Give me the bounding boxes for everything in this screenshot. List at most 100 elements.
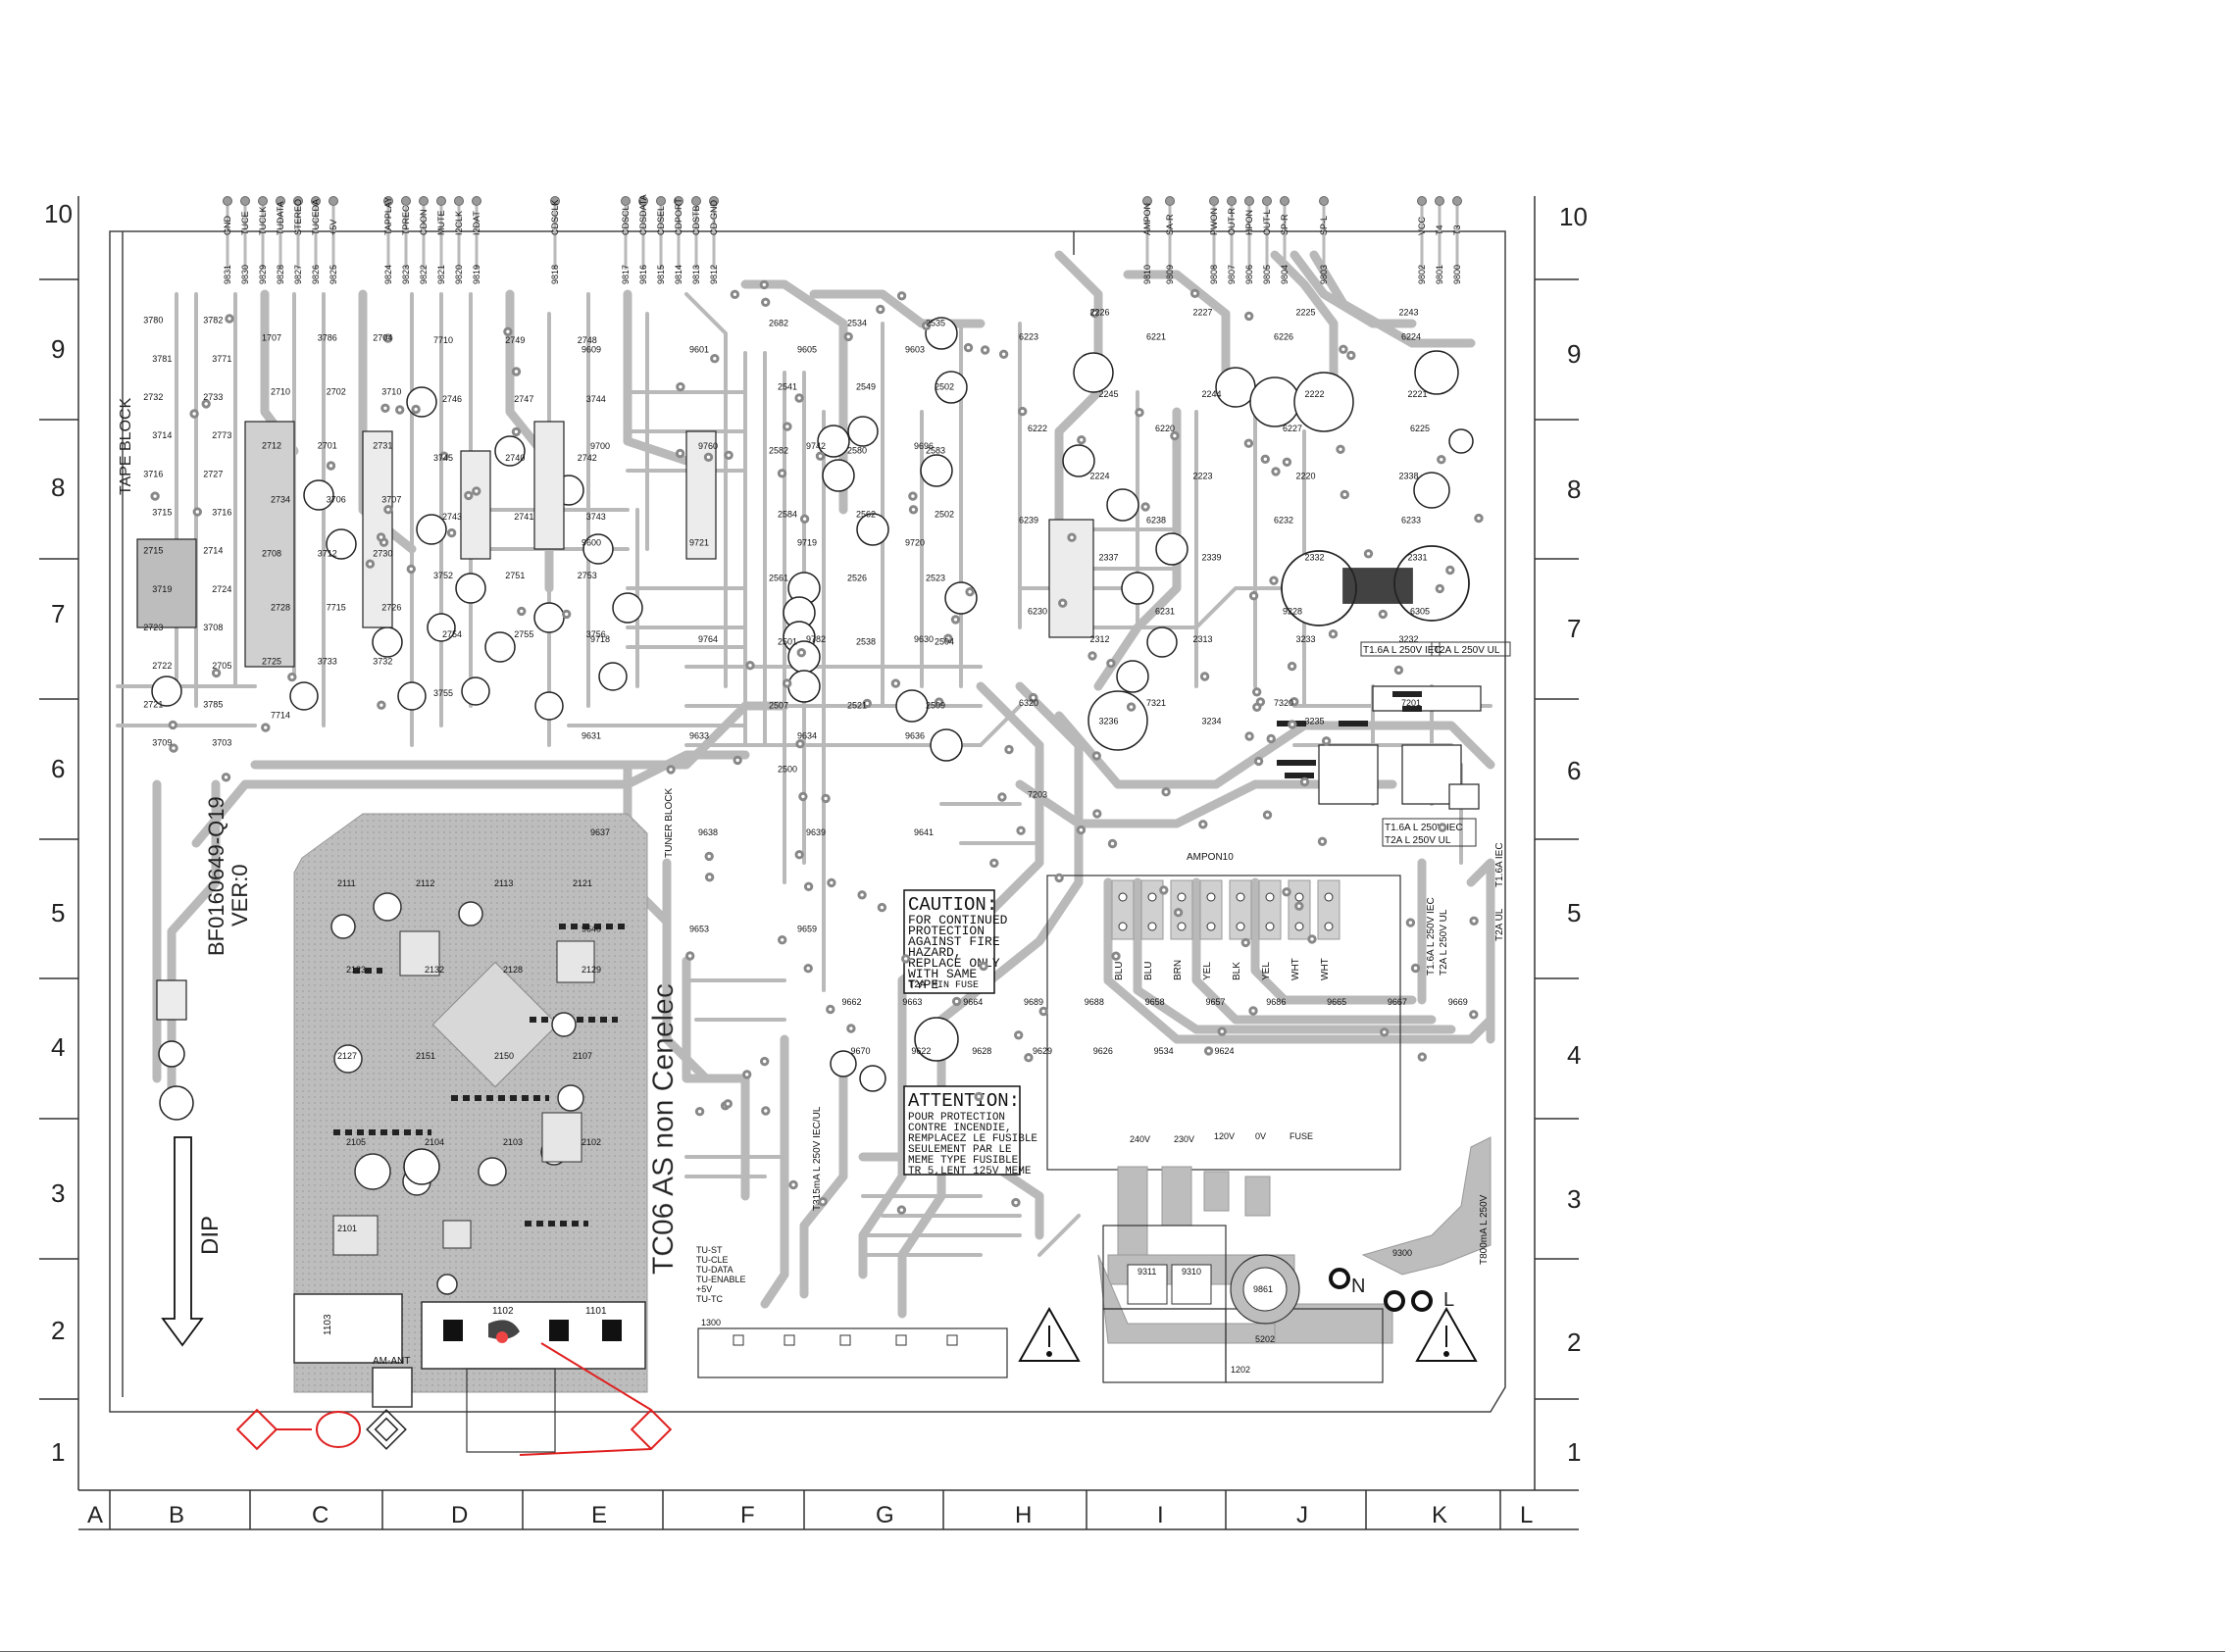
component-ref: 9721 [689, 537, 709, 547]
component-ref: 9667 [1388, 997, 1407, 1007]
pin-pad [691, 196, 701, 206]
component-ref: 2500 [778, 765, 797, 775]
via [1294, 901, 1304, 911]
component-ref: 9689 [1024, 997, 1043, 1007]
via [1417, 1052, 1428, 1062]
caution-line: T2A MIN FUSE [908, 980, 979, 991]
pin-label: TUCLK [258, 206, 268, 235]
pin-label: VCC [1417, 216, 1427, 235]
pin-ref: 9806 [1244, 265, 1254, 284]
component-ref: 3785 [203, 699, 223, 709]
component-ref: 3716 [143, 469, 163, 478]
caution-line: REPLACE ONLY [908, 956, 1000, 971]
via [1217, 1026, 1227, 1036]
via [1346, 350, 1356, 361]
pin-ref: 9802 [1417, 265, 1427, 284]
row-label: 5 [1567, 898, 1581, 927]
pin-ref: 9820 [454, 265, 464, 284]
via [472, 486, 481, 496]
via [225, 314, 234, 324]
via [1317, 836, 1328, 846]
pin-label: TPREC [401, 205, 411, 235]
ground-symbol [366, 1409, 407, 1450]
transformer-area: BLU BLU BRN YEL BLK YEL WHT WHT [1046, 875, 1401, 1171]
row-label: 5 [51, 898, 65, 927]
component-ref: 9718 [590, 634, 610, 644]
via [1135, 408, 1144, 418]
component-ref: 7710 [433, 335, 453, 345]
tuner-module: TC06 AS non Cenelec TUNER BLOCK [293, 788, 680, 1393]
via [1189, 288, 1200, 298]
pin-pad [621, 196, 631, 206]
via [326, 461, 336, 471]
component-ref: 7321 [1146, 698, 1166, 708]
via [1336, 444, 1345, 454]
component-ref: 2705 [212, 661, 231, 671]
component-ref: 9720 [905, 537, 925, 547]
component-ref: 6226 [1274, 332, 1293, 342]
top-connector-row: GND9831TUCE9830TUCLK9829TUDATA9828STEREO… [223, 194, 719, 284]
pin-label: GND [223, 216, 232, 236]
component-ref: 9658 [1145, 997, 1165, 1007]
pin-ref: 9804 [1280, 265, 1289, 284]
component-ref: 3733 [318, 657, 337, 667]
via [1437, 455, 1446, 465]
component-ref: 6227 [1283, 424, 1302, 433]
component-ref: 7201 [1401, 698, 1421, 708]
component-ref: 2721 [143, 699, 163, 709]
via [896, 1205, 907, 1215]
component-ref: 9760 [698, 441, 718, 451]
component-ref: 2728 [271, 603, 290, 613]
pin-pad [472, 196, 481, 206]
via [1378, 609, 1389, 620]
via [821, 793, 831, 804]
pin-pad [1227, 196, 1237, 206]
caution-heading: CAUTION: [908, 894, 997, 916]
pin-pad [419, 196, 429, 206]
wire-color: BLK [1232, 962, 1242, 980]
via [935, 697, 944, 707]
component-ref: 2534 [847, 319, 867, 328]
component-ref: 2743 [442, 512, 462, 522]
via [1269, 576, 1279, 585]
component-ref: 2127 [337, 1051, 357, 1061]
component-ref: 9782 [806, 634, 826, 644]
component-ref: 7715 [327, 603, 346, 613]
component-ref: 2724 [212, 584, 231, 594]
via [503, 326, 513, 336]
col-label: F [740, 1502, 755, 1528]
via [761, 297, 771, 307]
component-ref: 2526 [847, 574, 867, 583]
via [1469, 1010, 1479, 1020]
component-ref: 3236 [1099, 716, 1119, 726]
column-labels: A B C D E F G H I J K L [87, 1502, 1533, 1528]
pin-ref: 9817 [621, 265, 631, 284]
caution-line: PROTECTION [908, 924, 985, 938]
component-ref: 2751 [505, 571, 525, 580]
component-ref: 2223 [1193, 471, 1213, 480]
via [406, 564, 416, 575]
component-ref: 9628 [972, 1046, 991, 1056]
pin-pad [1262, 196, 1272, 206]
component-ref: 9605 [797, 344, 817, 354]
component-ref: 3716 [212, 507, 231, 517]
dip-arrow [161, 1136, 204, 1347]
component-ref: 9662 [842, 997, 862, 1007]
via [1011, 1197, 1021, 1208]
via [287, 672, 297, 682]
component-ref: 2150 [494, 1051, 514, 1061]
voltage-selector: 240V 230V 120V 0V FUSE 9311 9310 9300 98… [1097, 1131, 1492, 1383]
via [1173, 908, 1184, 918]
component-ref: 2582 [769, 446, 788, 456]
via [843, 331, 853, 342]
ref-1102: 1102 [492, 1306, 514, 1317]
via [1240, 937, 1251, 948]
via [1410, 963, 1421, 974]
via [1244, 731, 1254, 741]
antenna-connector: 1101 1102 1103 AM-ANT [293, 1293, 646, 1453]
via [380, 403, 390, 413]
voltage-label: FUSE [1289, 1131, 1313, 1141]
ref-9311: 9311 [1138, 1267, 1156, 1277]
tuner-block-label: TUNER BLOCK [664, 788, 675, 858]
